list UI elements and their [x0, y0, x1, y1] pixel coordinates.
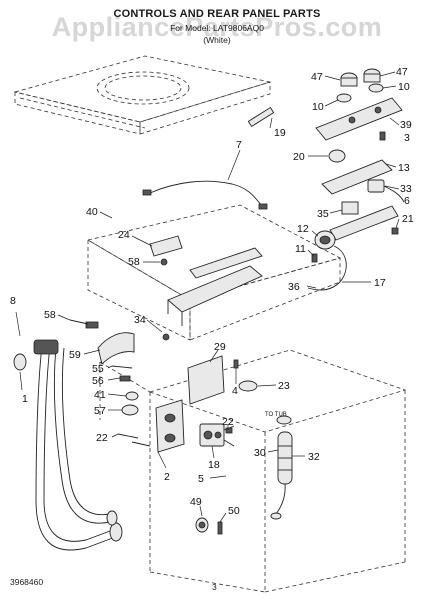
callout-2: 2 [164, 471, 170, 483]
callout-36: 36 [288, 281, 300, 293]
fasteners-55-56-22 [111, 365, 233, 439]
callout-11: 11 [295, 243, 306, 255]
callout-12: 12 [297, 223, 309, 235]
document-number: 3968460 [10, 577, 44, 587]
part-49-50-fittings [195, 517, 223, 535]
right-control-assembly [308, 68, 403, 195]
callout-20: 20 [293, 151, 305, 163]
part-59-bracket [69, 319, 135, 365]
cabinet-top-drawing [13, 55, 271, 135]
callout-29: 29 [214, 341, 226, 353]
part-2-plate [121, 391, 185, 453]
callout-24: 24 [118, 229, 130, 241]
callout-5: 5 [198, 473, 204, 485]
callout-6: 6 [404, 195, 410, 207]
callout-55: 55 [92, 363, 104, 375]
callout-1: 1 [22, 393, 28, 405]
part-8-fill-hoses [13, 311, 123, 551]
watermark: AppliancePartsPros.com [51, 12, 383, 42]
callout-33: 33 [400, 183, 412, 195]
callout-13: 13 [398, 162, 410, 174]
callout-47-left: 47 [311, 71, 323, 83]
to-tub-label: TO TUB [265, 412, 287, 418]
callout-23: 23 [278, 380, 290, 392]
callout-10-right: 10 [398, 81, 410, 93]
color-label: (White) [203, 35, 231, 45]
part-19-rod [247, 106, 275, 129]
callout-22-right: 22 [222, 416, 234, 428]
part-32-pressure-switch-hose [270, 415, 293, 520]
callout-4: 4 [232, 385, 238, 397]
callout-7: 7 [236, 139, 242, 151]
part-23-clamp [238, 380, 258, 392]
model-subtitle: For Model: LAT9806AQ0 [170, 23, 264, 33]
callout-50: 50 [228, 505, 240, 517]
callout-3: 3 [404, 132, 410, 144]
callout-numbers: 47 47 10 10 19 39 3 20 13 7 33 6 35 12 2… [10, 66, 414, 517]
callout-17: 17 [374, 277, 386, 289]
callout-49: 49 [190, 496, 202, 508]
callout-22-left: 22 [96, 432, 108, 444]
callout-59: 59 [69, 349, 81, 361]
callout-19: 19 [274, 127, 286, 139]
part-7-wire-harness [142, 149, 268, 210]
callout-40: 40 [86, 206, 98, 218]
callout-8: 8 [10, 295, 16, 307]
callout-18: 18 [208, 459, 220, 471]
callout-58-top: 58 [128, 256, 140, 268]
callout-56: 56 [92, 375, 104, 387]
callout-39: 39 [400, 119, 412, 131]
callout-32: 32 [308, 451, 320, 463]
callout-35: 35 [317, 208, 329, 220]
part-18-water-valve [199, 423, 235, 447]
switch-cluster [307, 179, 405, 291]
callout-47-right: 47 [396, 66, 408, 78]
callout-34: 34 [134, 314, 146, 326]
callout-10-left: 10 [312, 101, 324, 113]
callout-57: 57 [94, 405, 106, 417]
callout-leader-lines [19, 71, 400, 523]
page-title: CONTROLS AND REAR PANEL PARTS [113, 8, 321, 20]
callout-41: 41 [94, 389, 106, 401]
callout-21: 21 [402, 213, 414, 225]
callout-58-left: 58 [44, 309, 56, 321]
callout-30: 30 [254, 447, 266, 459]
console-panel-40 [86, 204, 342, 341]
page-number: 3 [212, 582, 217, 592]
part-29-bracket [187, 355, 239, 405]
